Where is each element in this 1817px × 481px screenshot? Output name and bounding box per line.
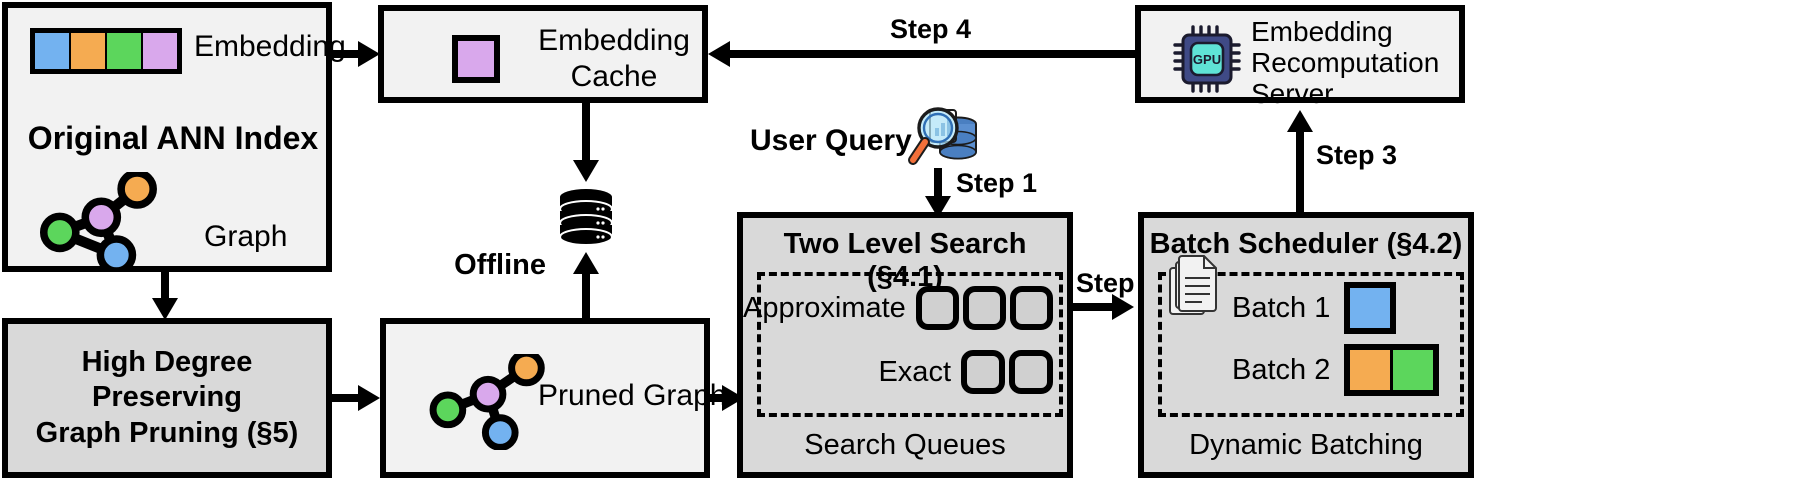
graph-label: Graph [204, 220, 288, 253]
arrow-step1-line [934, 168, 942, 202]
arrow-step4-head [708, 41, 730, 67]
embedding-square-icon [452, 35, 500, 83]
batch-2-row: Batch 2 [1232, 344, 1440, 396]
two-level-search-title: Two Level Search (§4.1) [783, 228, 1027, 293]
recomputation-server-title: Embedding Recomputation Server [1251, 16, 1461, 109]
exact-queue-slot[interactable] [1009, 350, 1053, 394]
ann-index-title: Original ANN Index [27, 120, 319, 156]
batch-2-chips [1344, 344, 1440, 396]
embedding-cell-3 [143, 33, 177, 69]
arrow-pruning-to-pruned-head [358, 385, 380, 411]
arrow-step2-head [1112, 294, 1134, 320]
graph-pruning-box: High Degree Preserving Graph Pruning (§5… [2, 318, 332, 478]
exact-label: Exact [878, 355, 951, 388]
embedding-cache-line-1: Embedding [538, 24, 690, 57]
arrow-pruned-to-storage-head [573, 252, 599, 274]
approximate-label: Approximate [743, 291, 906, 324]
pruning-line-1: High Degree Preserving [81, 345, 253, 414]
batch-scheduler-title: Batch Scheduler (§4.2) [1149, 228, 1463, 260]
embedding-cell-1 [71, 33, 107, 69]
approximate-queue-slot[interactable] [915, 286, 959, 330]
user-query-label: User Query [750, 124, 912, 157]
arrow-step3-head [1287, 110, 1313, 132]
step-4-label: Step 4 [890, 14, 972, 44]
approximate-queue-slot[interactable] [1009, 286, 1053, 330]
arrow-cache-to-storage-head [573, 160, 599, 182]
search-document-database-icon [908, 107, 977, 165]
dynamic-batching-dashed-region [1158, 272, 1464, 417]
recomputation-server-line-2: Recomputation [1251, 46, 1440, 78]
embedding-vector-strip [30, 28, 182, 74]
approximate-queue-slot[interactable] [962, 286, 1006, 330]
step-3-label: Step 3 [1316, 140, 1398, 170]
search-queues-dashed-region [757, 272, 1063, 417]
embedding-recomputation-server-box: GPU Embedding Recomputation Server [1135, 5, 1465, 108]
pruned-graph-box: Pruned Graph [380, 318, 726, 478]
embedding-cache-title: Embedding Cache [524, 23, 704, 95]
embedding-label: Embedding [194, 30, 346, 63]
embedding-cache-line-2: Cache [570, 60, 658, 93]
graph-pruning-text: High Degree Preserving Graph Pruning (§5… [8, 324, 326, 472]
arrow-cache-to-storage-line [582, 103, 590, 165]
exact-queue-row: Exact [743, 350, 1067, 394]
search-queues-caption: Search Queues [804, 429, 1006, 461]
batch-chip [1390, 350, 1434, 390]
database-cylinder-icon [559, 189, 613, 246]
pruned-graph-illustration [429, 354, 545, 450]
batch-1-label: Batch 1 [1232, 291, 1331, 324]
arrow-step2-line [1073, 303, 1119, 311]
batch-scheduler-box: Batch Scheduler (§4.2) Batch 1 Batch 2 [1138, 212, 1474, 478]
arrow-step3-line [1296, 130, 1304, 212]
step-1-label: Step 1 [956, 168, 1038, 198]
original-ann-index-box: Embedding Original ANN Index Graph [2, 2, 346, 272]
batch-chip [1350, 288, 1391, 328]
recomputation-server-line-3: Server [1251, 77, 1334, 109]
exact-queue-slot[interactable] [961, 350, 1005, 394]
approximate-queue-row: Approximate [743, 286, 1067, 330]
arrow-ann-to-cache-head [358, 41, 380, 67]
batch-1-chips [1344, 282, 1397, 334]
recomputation-server-line-1: Embedding [1251, 16, 1393, 47]
original-graph-illustration [39, 172, 157, 272]
batch-1-row: Batch 1 [1232, 282, 1397, 334]
arrow-ann-to-cache-line [332, 50, 364, 58]
arrow-ann-to-pruning-line [161, 272, 169, 302]
dynamic-batching-caption: Dynamic Batching [1189, 429, 1423, 461]
pruning-line-2: Graph Pruning (§5) [35, 416, 299, 449]
arrow-pruned-to-storage-line [582, 272, 590, 320]
pruned-graph-label: Pruned Graph [538, 379, 727, 412]
documents-stack-icon [1169, 255, 1217, 315]
embedding-cell-2 [107, 33, 143, 69]
embedding-cell-0 [35, 33, 71, 69]
arrow-ann-to-pruning-head [152, 298, 178, 320]
batch-2-label: Batch 2 [1232, 353, 1331, 386]
two-level-search-box: Two Level Search (§4.1) Approximate Exac… [737, 212, 1073, 478]
embedding-cache-box: Embedding Cache [378, 5, 708, 103]
offline-storage-line-1: Offline [454, 249, 546, 282]
gpu-chip-icon: GPU [1173, 25, 1241, 93]
arrow-step4-line [718, 50, 1136, 58]
gpu-icon-text: GPU [1193, 52, 1221, 67]
batch-chip [1350, 350, 1391, 390]
arrow-pruning-to-pruned-line [332, 394, 364, 402]
